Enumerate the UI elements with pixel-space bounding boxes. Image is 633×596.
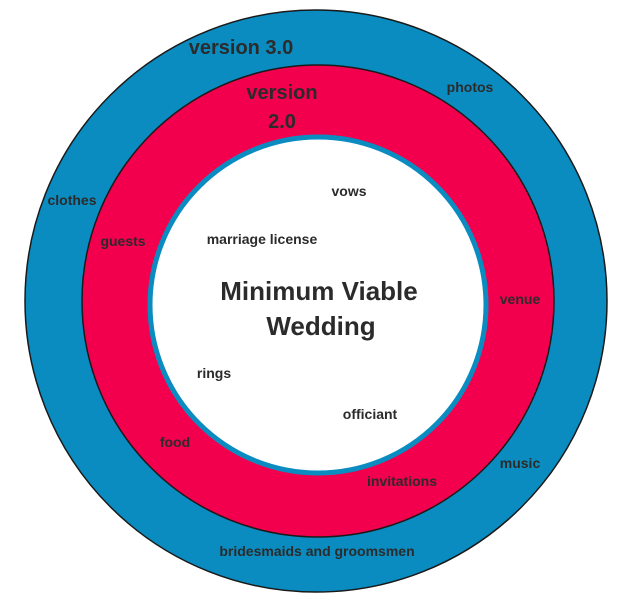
outer-item-clothes: clothes — [47, 192, 96, 208]
core-item-vows: vows — [331, 183, 366, 199]
middle-ring-title-line1: version — [246, 82, 317, 104]
core-title-line2: Wedding — [266, 311, 375, 341]
outer-item-photos: photos — [447, 79, 494, 95]
outer-item-bridesmaids-and-groomsmen: bridesmaids and groomsmen — [219, 543, 414, 559]
middle-item-food: food — [160, 434, 190, 450]
core-title-line1: Minimum Viable — [220, 276, 417, 306]
middle-item-guests: guests — [100, 233, 145, 249]
core-item-marriage-license: marriage license — [207, 231, 318, 247]
outer-item-music: music — [500, 455, 541, 471]
outer-ring-title: version 3.0 — [189, 37, 294, 59]
middle-item-venue: venue — [500, 291, 541, 307]
core-item-rings: rings — [197, 365, 231, 381]
core-circle-border — [147, 134, 489, 476]
core-item-officiant: officiant — [343, 406, 398, 422]
middle-ring-title-line2: 2.0 — [268, 111, 296, 133]
middle-item-invitations: invitations — [367, 473, 437, 489]
